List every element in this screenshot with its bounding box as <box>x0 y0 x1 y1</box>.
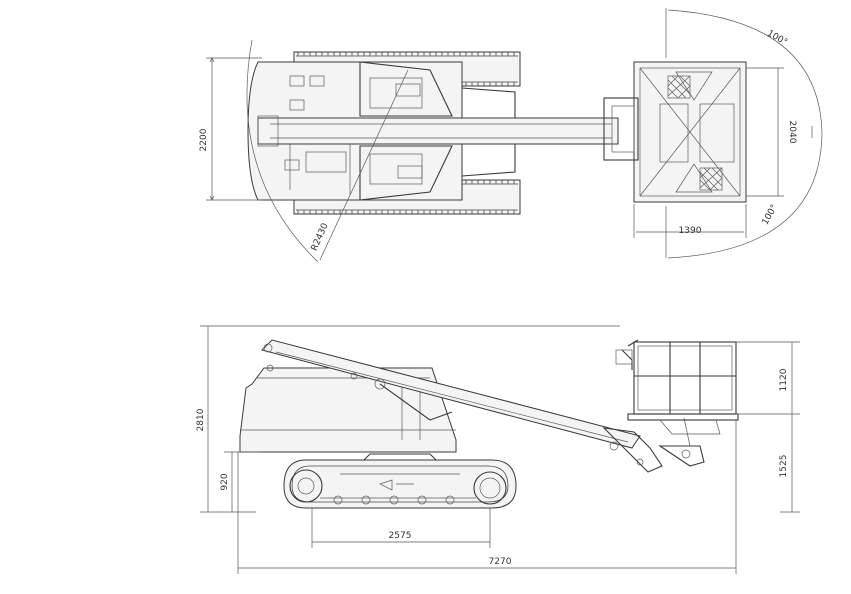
dim-basket-floor <box>780 414 800 513</box>
dim-platform-width <box>633 204 747 238</box>
dim-ground-clearance <box>224 451 260 512</box>
dim-label-overall-height: 2810 <box>196 408 206 431</box>
basket-hatch-bottom <box>699 167 723 191</box>
dim-label-basket-floor: 1525 <box>779 455 789 478</box>
dim-label-slew-radius: R2430 <box>310 222 331 253</box>
dim-label-angle-bottom: 100° <box>761 203 781 227</box>
side-view-boom <box>261 339 705 473</box>
basket-rotation-arc <box>667 9 823 259</box>
dim-label-basket-height: 1120 <box>779 368 789 391</box>
top-view <box>206 8 823 263</box>
dim-label-width-right: 2040 <box>787 121 797 144</box>
dim-label-angle-top: 100° <box>765 29 789 49</box>
side-view-basket <box>615 339 739 435</box>
side-view-track <box>283 453 517 509</box>
top-view-basket <box>603 61 747 203</box>
dim-label-track-length: 2575 <box>389 531 412 541</box>
side-view <box>200 325 800 574</box>
dim-label-overall-length: 7270 <box>489 557 512 567</box>
dim-width-left <box>206 57 262 201</box>
dim-width-right <box>746 67 784 197</box>
dim-label-width-left: 2200 <box>199 128 209 151</box>
dim-label-ground-clearance: 920 <box>220 473 230 490</box>
dim-overall-height <box>200 325 620 513</box>
dim-label-platform-width: 1390 <box>679 226 702 236</box>
slew-radius-arc <box>246 39 319 263</box>
dim-overall-length <box>237 420 737 574</box>
basket-hatch-top <box>667 75 691 99</box>
dim-basket-height <box>736 341 800 415</box>
top-view-boom <box>257 115 619 147</box>
dim-track-length <box>311 508 491 548</box>
